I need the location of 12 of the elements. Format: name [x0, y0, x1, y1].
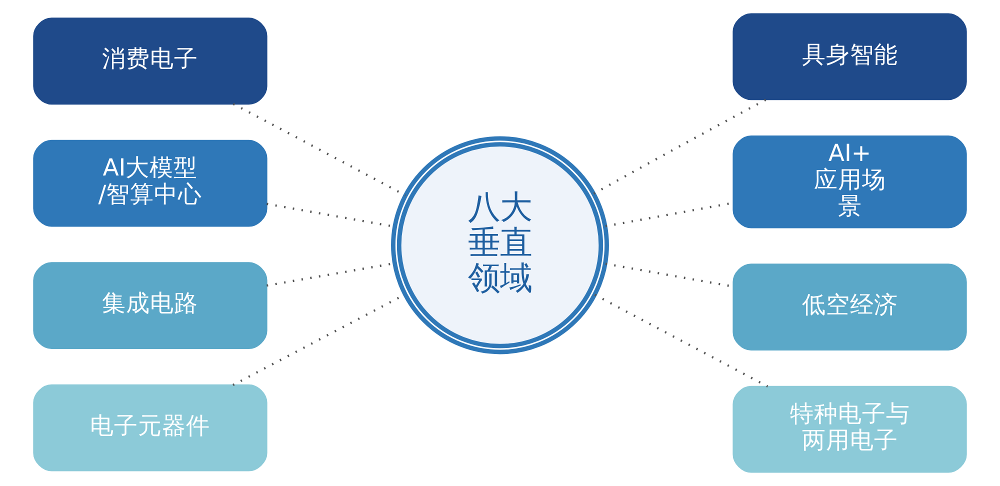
node-box: 集成电路 — [33, 262, 268, 350]
connector — [232, 102, 406, 196]
connector — [594, 294, 768, 388]
node-box: 电子元器件 — [33, 384, 268, 472]
node-box: AI+应用场景 — [732, 136, 967, 228]
node-box: 消费电子 — [33, 18, 268, 105]
node-box: 具身智能 — [732, 13, 967, 100]
node-box: AI大模型/智算中心 — [33, 140, 268, 227]
node-box: 低空经济 — [732, 264, 967, 350]
node-circle: 八大垂直领域 — [391, 136, 609, 354]
node-box: 特种电子与两用电子 — [732, 386, 967, 473]
connector — [593, 98, 766, 195]
